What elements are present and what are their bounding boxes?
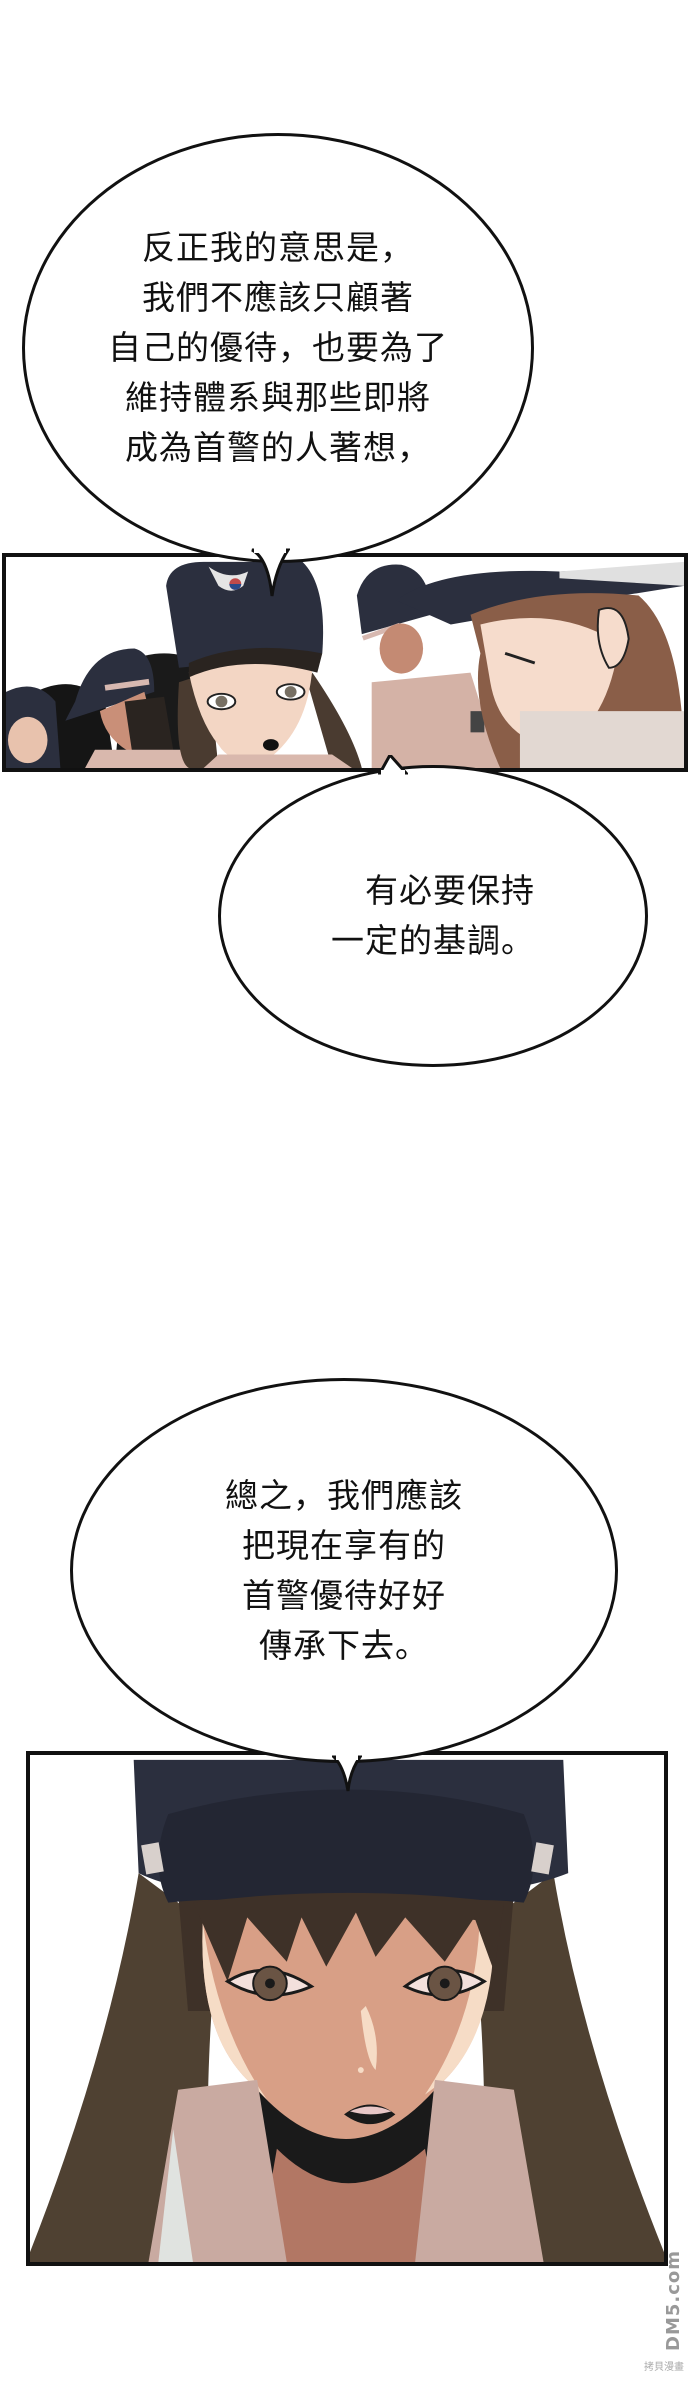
comic-panel-2 <box>26 1751 668 2266</box>
watermark-subtitle: 拷貝漫畫 <box>644 2362 684 2373</box>
bubble-2-tail <box>378 755 408 775</box>
bubble-2-line-2: 一定的基調。 <box>331 921 535 960</box>
bubble-3-tail <box>332 1755 362 1792</box>
bubble-1-line-2: 我們不應該只顧著 <box>142 278 414 317</box>
panel-1-illustration <box>6 557 684 768</box>
watermark: DM5.com 拷貝漫畫 <box>644 2250 684 2373</box>
bubble-1-line-1: 反正我的意思是， <box>142 228 414 267</box>
bubble-3-line-1: 總之，我們應該 <box>225 1475 463 1515</box>
watermark-logo-text: DM5.com <box>663 2249 684 2351</box>
bubble-1-line-4: 維持體系與那些即將 <box>125 378 431 417</box>
comic-panel-1 <box>2 553 688 772</box>
bubble-3-line-4: 傳承下去。 <box>259 1625 429 1665</box>
bubble-3-line-3: 首警優待好好 <box>242 1575 446 1615</box>
panel-2-illustration <box>30 1755 664 2262</box>
speech-bubble-2: 有必要保持 一定的基調。 <box>218 765 648 1067</box>
bubble-1-tail <box>251 548 290 597</box>
bubble-1-line-3: 自己的優待，也要為了 <box>108 328 448 367</box>
speech-bubble-3: 總之，我們應該 把現在享有的 首警優待好好 傳承下去。 <box>70 1378 618 1763</box>
bubble-3-line-2: 把現在享有的 <box>242 1525 446 1565</box>
bubble-2-line-1: 有必要保持 <box>365 871 535 910</box>
speech-bubble-1: 反正我的意思是， 我們不應該只顧著 自己的優待，也要為了 維持體系與那些即將 成… <box>22 133 534 563</box>
bubble-1-line-5: 成為首警的人著想， <box>125 428 431 467</box>
